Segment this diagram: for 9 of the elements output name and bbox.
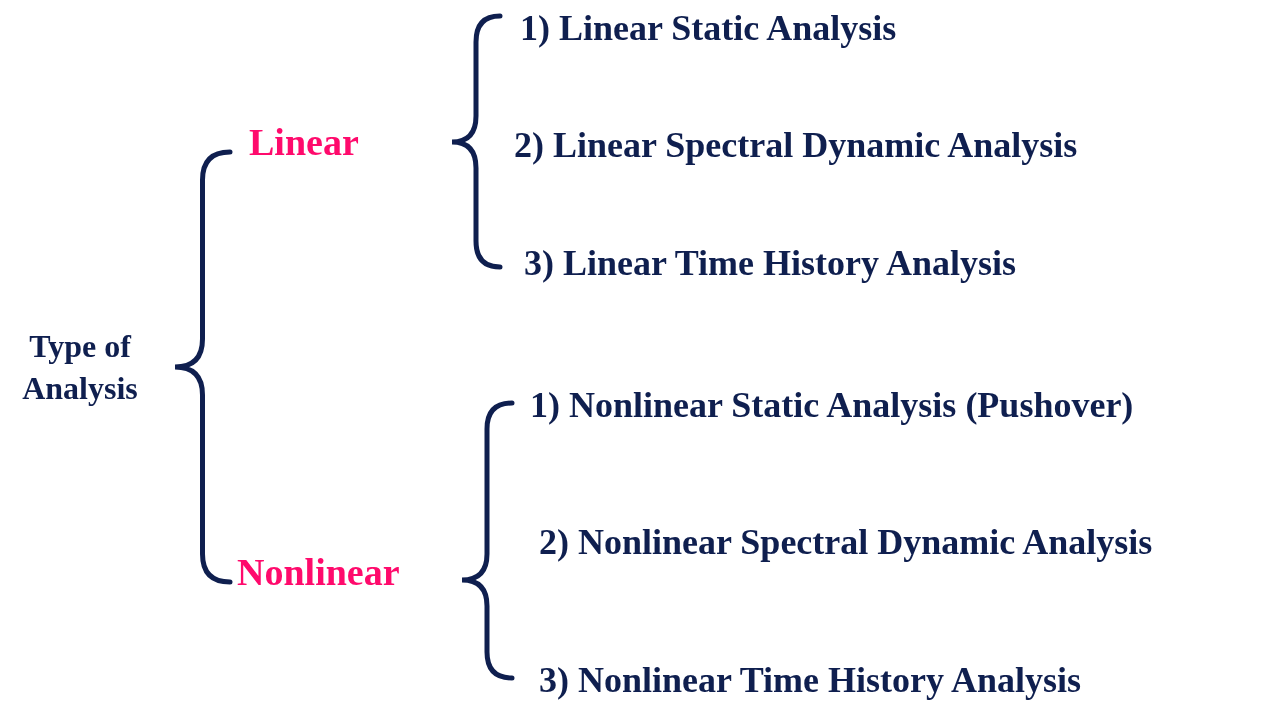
- analysis-type-label: 1) Linear Static Analysis: [520, 6, 897, 50]
- analysis-type-label: 1) Nonlinear Static Analysis (Pushover): [530, 383, 1134, 427]
- analysis-type-label: 3) Nonlinear Time History Analysis: [539, 658, 1082, 702]
- root-label: Type of Analysis: [21, 327, 139, 408]
- analysis-type-label: 2) Linear Spectral Dynamic Analysis: [514, 123, 1078, 167]
- analysis-type-label: 3) Linear Time History Analysis: [524, 241, 1017, 285]
- category-label: Linear: [249, 120, 359, 166]
- category-label: Nonlinear: [237, 550, 400, 596]
- analysis-type-label: 2) Nonlinear Spectral Dynamic Analysis: [539, 520, 1153, 564]
